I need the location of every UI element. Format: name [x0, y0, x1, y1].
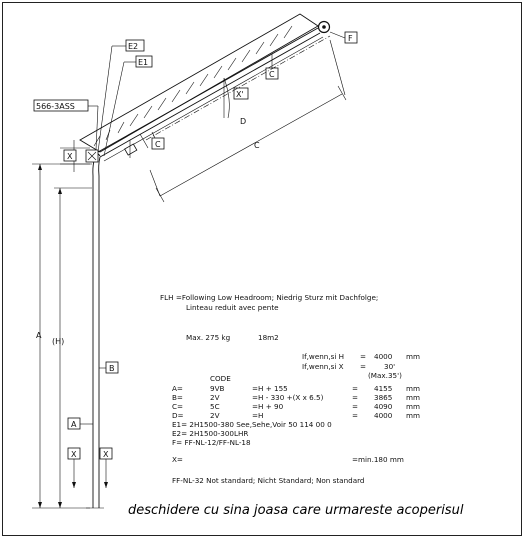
- label-566: 566-3ASS: [36, 102, 75, 111]
- svg-text:=: =: [352, 384, 358, 393]
- track-curve: [85, 149, 101, 177]
- svg-text:A=: A=: [172, 384, 183, 393]
- label-e2: E2: [128, 42, 138, 51]
- svg-text:mm: mm: [406, 384, 420, 393]
- note-max: Max. 275 kg: [186, 333, 230, 342]
- note-x-line-k: X=: [172, 455, 183, 464]
- svg-text:=H - 330 +(X x 6.5): =H - 330 +(X x 6.5): [252, 393, 324, 402]
- svg-text:=: =: [352, 402, 358, 411]
- dimension-a: A: [32, 163, 92, 509]
- note-code: CODE: [210, 374, 231, 383]
- note-if-x: If,wenn,si X: [302, 362, 344, 371]
- svg-text:4000: 4000: [374, 411, 393, 420]
- svg-text:mm: mm: [406, 393, 420, 402]
- note-h-unit: mm: [406, 352, 420, 361]
- label-a: A: [36, 331, 42, 340]
- note-flh: FLH =Following Low Headroom; Niedrig Stu…: [160, 293, 378, 302]
- svg-text:mm: mm: [406, 411, 420, 420]
- label-d: D: [240, 117, 246, 126]
- callout-e1: E1: [103, 55, 153, 157]
- label-a-box: A: [71, 420, 77, 429]
- row-b: B= 2V =H - 330 +(X x 6.5) = 3865 mm: [172, 393, 420, 402]
- svg-text:2V: 2V: [210, 411, 220, 420]
- svg-text:=: =: [352, 411, 358, 420]
- note-max35: (Max.35'): [368, 371, 402, 380]
- dimension-x-top: X: [60, 140, 90, 172]
- svg-text:D=: D=: [172, 411, 184, 420]
- callout-c-box: C: [151, 131, 165, 150]
- label-x-right: X: [103, 450, 109, 459]
- label-c-box: C: [155, 140, 161, 149]
- dimension-d: D: [139, 35, 331, 149]
- label-x-left: X: [71, 450, 77, 459]
- row-d: D= 2V =H = 4000 mm: [172, 411, 420, 420]
- svg-text:4155: 4155: [374, 384, 392, 393]
- svg-text:5C: 5C: [210, 402, 220, 411]
- svg-text:9VB: 9VB: [210, 384, 224, 393]
- note-ff: FF-NL-32 Not standard; Nicht Standard; N…: [172, 476, 365, 485]
- callout-b: B: [99, 361, 119, 374]
- note-x-val: 30': [384, 362, 395, 371]
- caption: deschidere cu sina joasa care urmareste …: [128, 503, 464, 518]
- svg-text:=H + 155: =H + 155: [252, 384, 288, 393]
- svg-text:B=: B=: [172, 393, 183, 402]
- note-eq-x: =: [360, 362, 366, 371]
- label-f: F: [348, 34, 353, 43]
- track-bracket: [124, 140, 138, 158]
- note-x-line-v: =min.180 mm: [352, 455, 404, 464]
- label-c-dim: C: [254, 141, 260, 150]
- callout-a-box: A: [67, 417, 93, 430]
- note-e2: E2= 2H1500-300LHR: [172, 429, 248, 438]
- label-b: B: [109, 364, 115, 373]
- label-e1: E1: [138, 58, 148, 67]
- notes-block: FLH =Following Low Headroom; Niedrig Stu…: [160, 293, 420, 485]
- svg-text:C=: C=: [172, 402, 183, 411]
- note-if-h: If,wenn,si H: [302, 352, 344, 361]
- label-x-top: X: [67, 152, 73, 161]
- dimension-h: (H): [52, 187, 92, 508]
- dimension-c: C: [149, 39, 347, 203]
- note-e1: E1= 2H1500-380 See,Sehe,Voir 50 114 00 0: [172, 420, 332, 429]
- label-x-prime: X': [236, 90, 244, 99]
- svg-text:3865: 3865: [374, 393, 392, 402]
- row-a: A= 9VB =H + 155 = 4155 mm: [172, 384, 420, 393]
- note-eq-h: =: [360, 352, 366, 361]
- callout-c-top: C: [265, 54, 279, 80]
- roller-f: F: [317, 20, 358, 44]
- label-h: (H): [52, 337, 64, 346]
- svg-text:2V: 2V: [210, 393, 220, 402]
- label-c-top: C: [269, 70, 275, 79]
- roof-slab: [79, 13, 319, 153]
- callout-e2: E2: [97, 39, 145, 153]
- angle-x-prime: X': [223, 77, 249, 119]
- svg-text:=: =: [352, 393, 358, 402]
- note-area: 18m2: [258, 333, 279, 342]
- dimension-x-bottom-right: X: [99, 447, 113, 488]
- svg-text:4090: 4090: [374, 402, 393, 411]
- svg-text:=H + 90: =H + 90: [252, 402, 284, 411]
- dimension-x-bottom-left: X: [67, 447, 81, 488]
- note-flh2: Linteau reduit avec pente: [186, 303, 279, 312]
- svg-text:mm: mm: [406, 402, 420, 411]
- row-c: C= 5C =H + 90 = 4090 mm: [172, 402, 420, 411]
- svg-text:=H: =H: [252, 411, 263, 420]
- drawing-frame: [2, 2, 522, 536]
- note-h-val: 4000: [374, 352, 393, 361]
- note-f: F= FF-NL-12/FF-NL-18: [172, 438, 251, 447]
- sloped-track: [97, 27, 324, 162]
- callout-566: 566-3ASS: [33, 99, 99, 151]
